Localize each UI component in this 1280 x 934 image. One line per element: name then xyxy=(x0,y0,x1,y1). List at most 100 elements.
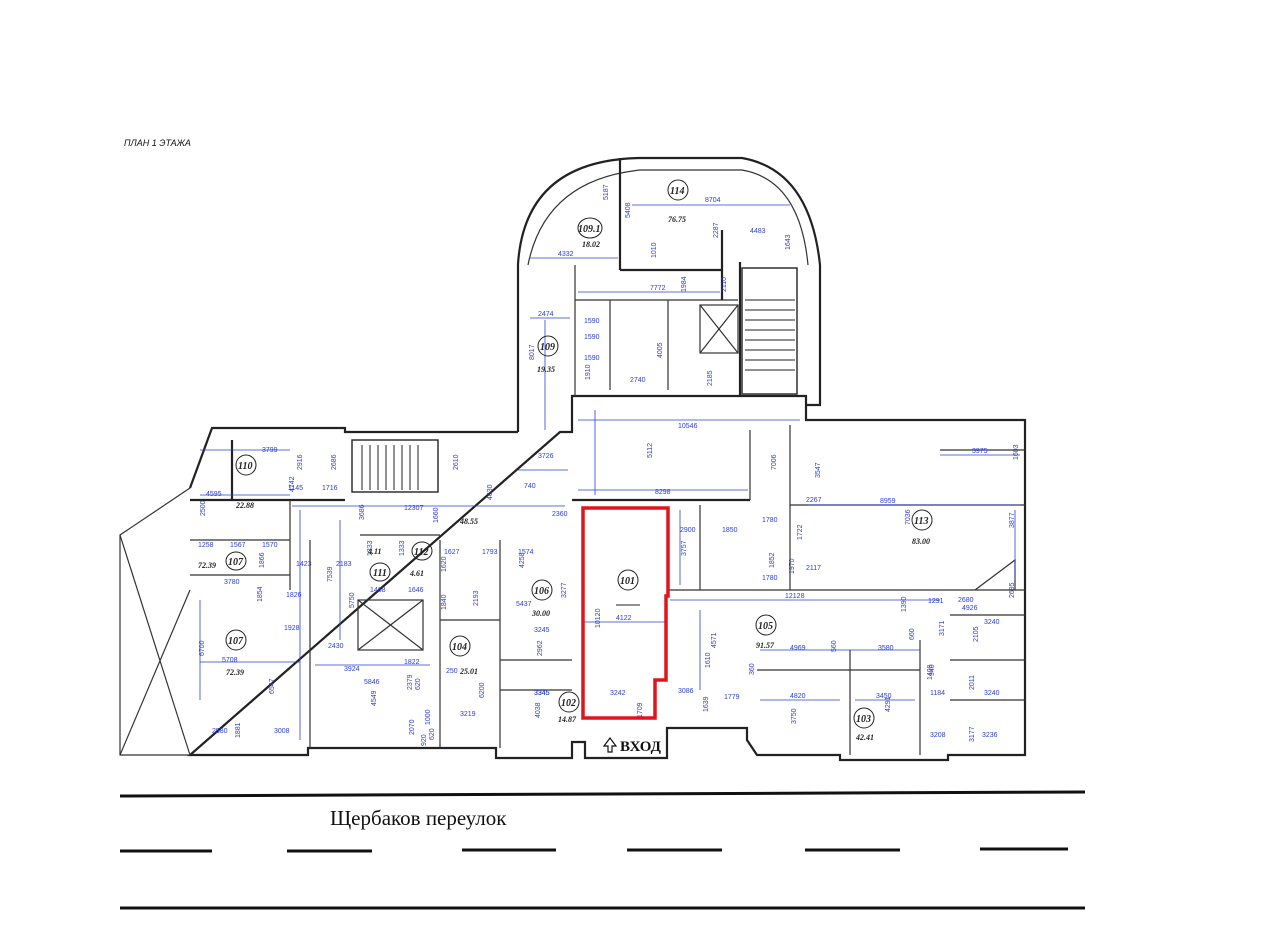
dimension-label: 1646 xyxy=(408,587,424,594)
dimension-label: 1780 xyxy=(762,575,778,582)
dimension-label: 4969 xyxy=(790,645,806,652)
dimension-label: 5437 xyxy=(516,601,532,608)
dimension-label: 3757 xyxy=(681,540,688,556)
dimension-label: 4038 xyxy=(535,702,542,718)
dimension-label: 4742 xyxy=(289,476,296,492)
entrance-marker: ВХОД xyxy=(602,737,662,755)
dimension-label: 1779 xyxy=(724,694,740,701)
dimension-label: 2430 xyxy=(328,643,344,650)
room-marker xyxy=(537,335,559,357)
dimension-label: 1866 xyxy=(259,552,266,568)
dimension-label: 5408 xyxy=(625,202,632,218)
room-number: 114 xyxy=(670,186,684,197)
room-marker xyxy=(449,635,471,657)
plan-title: ПЛАН 1 ЭТАЖА xyxy=(124,138,191,148)
dimension-label: 6200 xyxy=(479,682,486,698)
dimension-label: 1627 xyxy=(444,549,460,556)
dimension-label: 1423 xyxy=(296,561,312,568)
dimension-label: 4571 xyxy=(711,632,718,648)
arrow-up-icon xyxy=(602,737,618,753)
dimension-label: 3177 xyxy=(969,726,976,742)
dimension-label: 560 xyxy=(831,640,838,652)
dimension-label: 1660 xyxy=(433,507,440,523)
dimension-label: 4595 xyxy=(206,491,222,498)
dimension-label: 2474 xyxy=(538,311,554,318)
dimension-label: 4122 xyxy=(616,615,632,622)
room-marker xyxy=(911,509,933,531)
dimension-label: 3236 xyxy=(982,732,998,739)
road-edge-top xyxy=(119,790,1086,798)
dimension-label: 1643 xyxy=(785,234,792,250)
dimension-label: 7006 xyxy=(771,454,778,470)
dimension-label: 1852 xyxy=(769,552,776,568)
dimension-label: 2500 xyxy=(200,500,207,516)
room-number: 110 xyxy=(238,461,252,472)
room-marker xyxy=(225,629,247,651)
dimension-label: 940 xyxy=(929,664,936,676)
room-number: 102 xyxy=(561,698,576,709)
dimension-label: 3750 xyxy=(791,708,798,724)
dimension-label: 3086 xyxy=(678,688,694,695)
dimension-label: 2360 xyxy=(552,511,568,518)
dimension-label: 6547 xyxy=(269,678,276,694)
dimension-label: 10120 xyxy=(595,608,602,628)
dimension-label: 4820 xyxy=(790,693,806,700)
dimension-label: 2580 xyxy=(212,728,228,735)
dimension-label: 1570 xyxy=(262,542,278,549)
dimension-label: 1620 xyxy=(441,556,448,572)
dimension-label: 1850 xyxy=(722,527,738,534)
dimension-label: 3975 xyxy=(972,448,988,455)
dimension-label: 1010 xyxy=(651,242,658,258)
dimension-label: 7539 xyxy=(327,566,334,582)
dimension-label: 1780 xyxy=(762,517,778,524)
room-marker xyxy=(755,614,777,636)
dimension-label: 740 xyxy=(524,483,536,490)
staircase-right xyxy=(741,267,798,395)
room-number: 111 xyxy=(373,568,387,579)
dimension-label: 1854 xyxy=(257,586,264,602)
dimension-label: 2287 xyxy=(713,222,720,238)
dimension-label: 620 xyxy=(429,728,436,740)
room-marker xyxy=(411,541,433,561)
dimension-label: 1390 xyxy=(901,596,908,612)
dimension-label: 6700 xyxy=(199,640,206,656)
dimension-label: 8704 xyxy=(705,197,721,204)
dimension-label: 3686 xyxy=(359,504,366,520)
dimension-label: 3171 xyxy=(939,620,946,636)
dimension-label: 1793 xyxy=(482,549,498,556)
dimension-label: 3240 xyxy=(984,690,1000,697)
dimension-label: 1590 xyxy=(584,318,600,325)
room-area: 22.88 xyxy=(235,501,254,510)
dimension-label: 4483 xyxy=(750,228,766,235)
dimension-label: 10546 xyxy=(678,423,698,430)
room-number: 105 xyxy=(758,621,773,632)
street-name: Щербаков переулок xyxy=(330,806,507,830)
room-marker xyxy=(558,691,580,713)
dimension-label: 2900 xyxy=(680,527,696,534)
room-number: 106 xyxy=(534,586,549,597)
dimension-label: 8017 xyxy=(529,344,536,360)
dimension-label: 5708 xyxy=(222,657,238,664)
dimension-label: 2610 xyxy=(453,454,460,470)
interior-walls xyxy=(190,158,1025,755)
dimension-label: 660 xyxy=(909,628,916,640)
room-marker xyxy=(617,569,639,591)
room-labels: 114 76.75 109.1 18.02 109 19.35 110 22.8… xyxy=(198,179,933,742)
dimension-label: 3277 xyxy=(561,582,568,598)
dimension-label: 2680 xyxy=(958,597,974,604)
room-area: 18.02 xyxy=(582,240,600,249)
dimension-label: 4549 xyxy=(371,690,378,706)
dimension-label: 2011 xyxy=(969,675,976,690)
dimension-label: 5846 xyxy=(364,679,380,686)
dimension-label: 3580 xyxy=(878,645,894,652)
room-marker xyxy=(369,562,391,582)
dimension-label: 360 xyxy=(749,663,756,675)
dimension-label: 2185 xyxy=(707,370,714,386)
dimension-label: 3780 xyxy=(224,579,240,586)
dimension-label: 1468 xyxy=(370,587,386,594)
dimension-label: 1722 xyxy=(797,524,804,540)
room-number: 112 xyxy=(414,547,428,558)
room-marker xyxy=(225,551,247,571)
dimension-label: 2695 xyxy=(1009,582,1016,598)
dimension-label: 3547 xyxy=(815,462,822,478)
